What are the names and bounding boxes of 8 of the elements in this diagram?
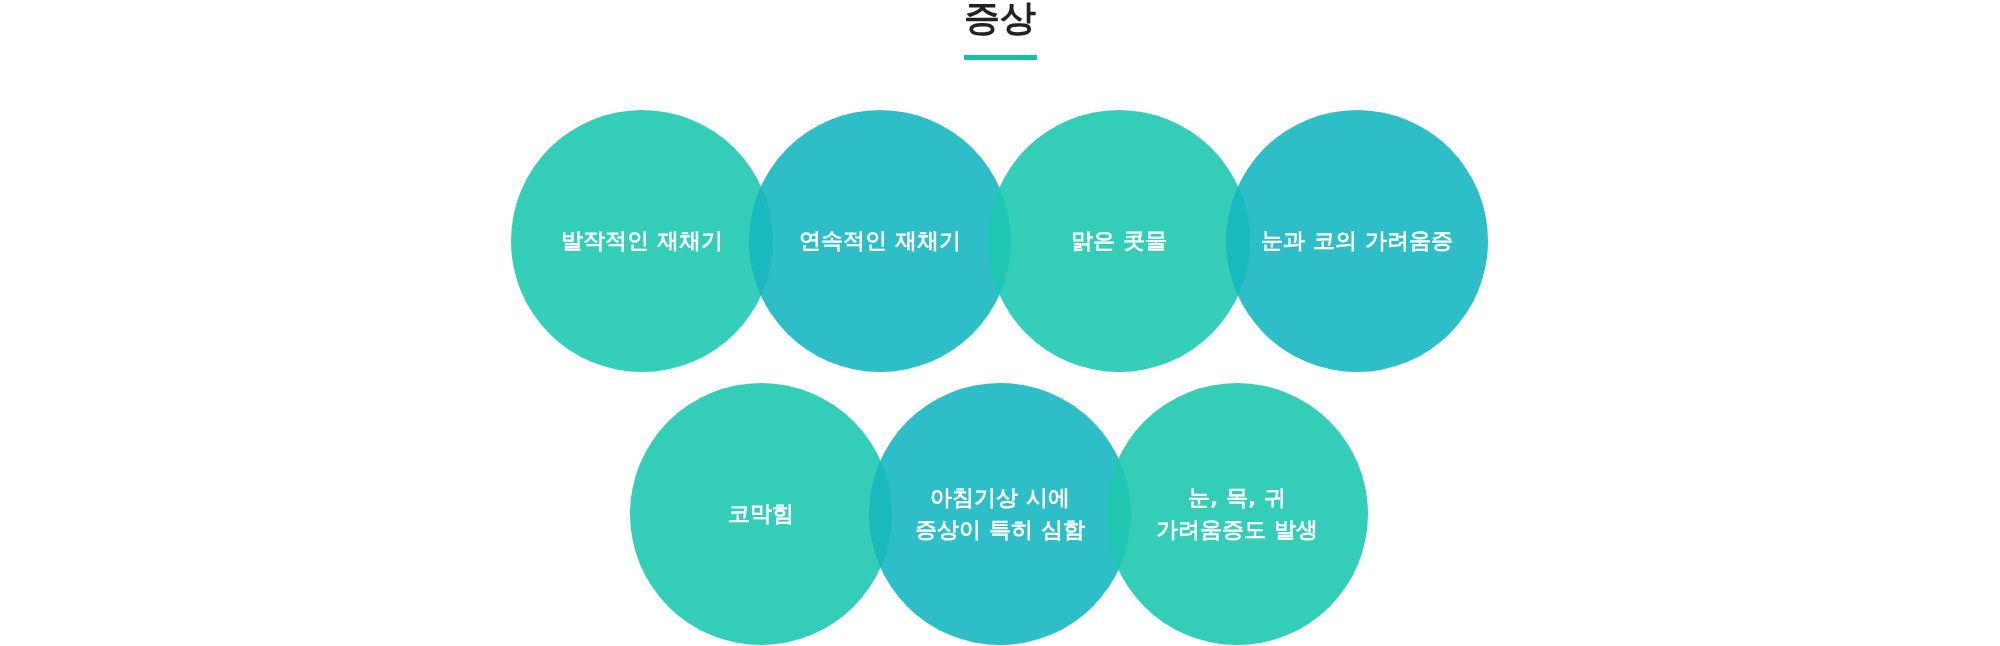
node-label: 눈과 코의 가려움증 <box>1261 227 1453 256</box>
node-label: 연속적인 재채기 <box>799 227 961 256</box>
node-label: 아침기상 시에 증상이 특히 심함 <box>914 484 1086 544</box>
node-label: 눈, 목, 귀 가려움증도 발생 <box>1155 484 1319 544</box>
node-label: 발작적인 재채기 <box>561 227 723 256</box>
title: 증상 <box>964 0 1036 40</box>
node-label: 맑은 콧물 <box>1071 227 1167 256</box>
node-label: 코막힘 <box>728 500 794 529</box>
